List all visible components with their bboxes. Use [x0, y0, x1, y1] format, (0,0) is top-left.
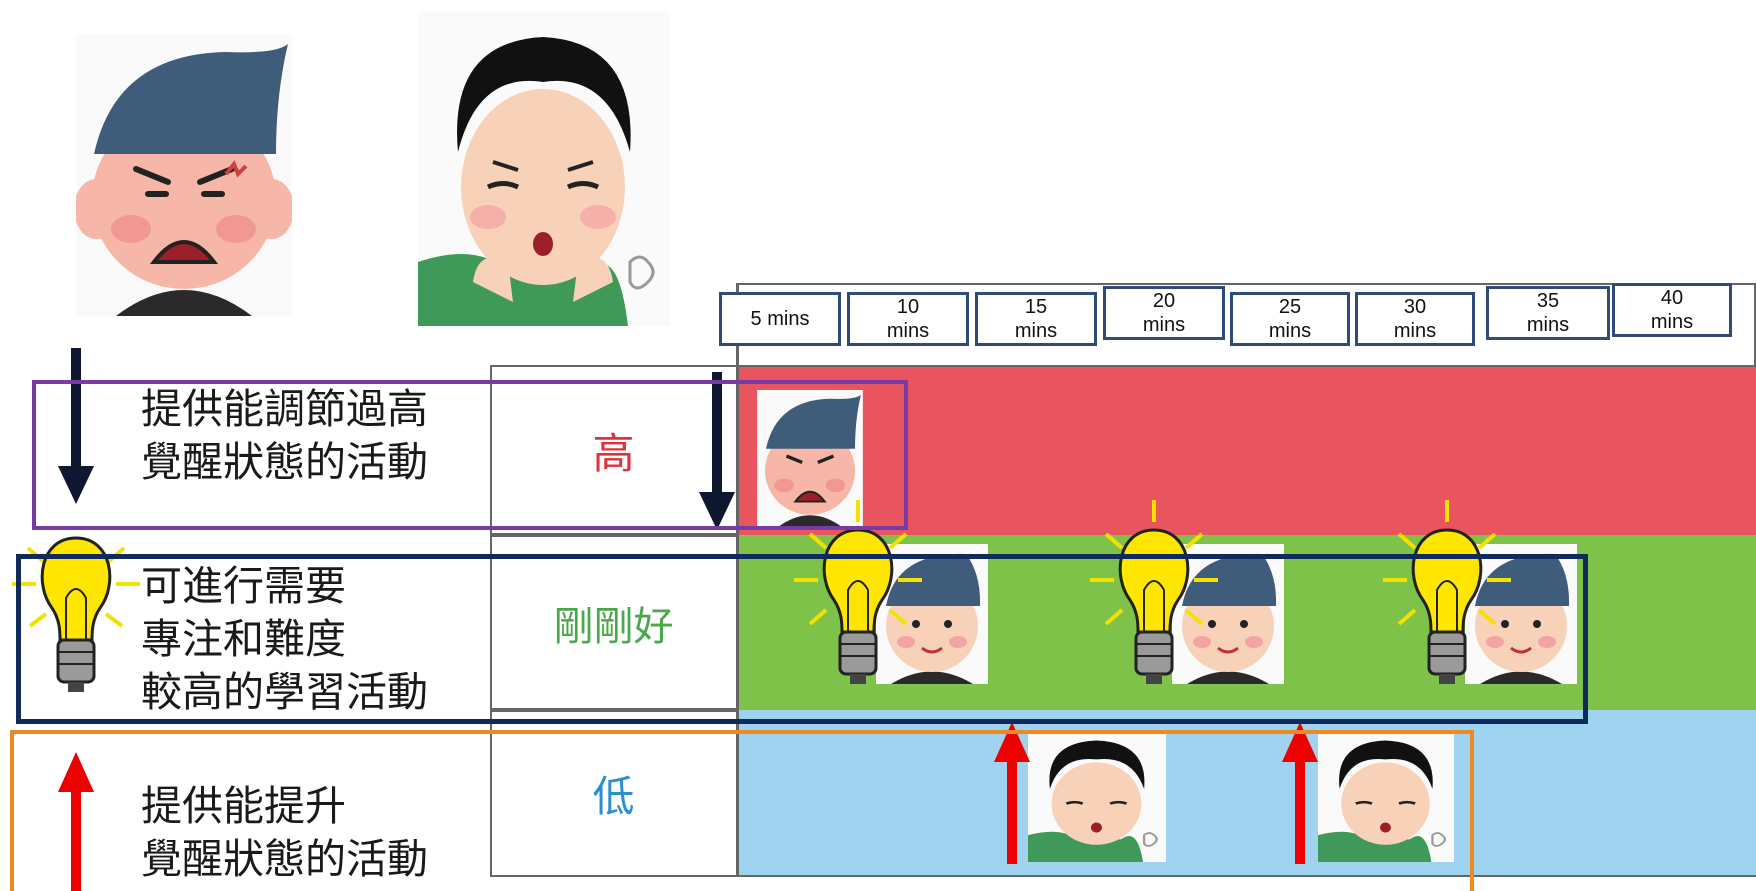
- up-arrow-15-mins: [994, 722, 1030, 864]
- chart-border: [490, 365, 1756, 877]
- low-row-band: [737, 710, 1756, 877]
- tired-boy-large-icon: [418, 12, 670, 326]
- time-40-mins: 40 mins: [1612, 283, 1732, 337]
- label-column-divider: [736, 283, 739, 877]
- up-arrow-25-mins: [1282, 722, 1318, 864]
- tired-boy-icon-1: [1028, 730, 1166, 862]
- high-arousal-description: 提供能調節過高 覺醒狀態的活動: [141, 385, 428, 486]
- time-15-mins: 15 mins: [975, 292, 1097, 346]
- time-20-mins: 20 mins: [1103, 286, 1225, 340]
- time-25-mins: 25 mins: [1230, 292, 1350, 346]
- low-arousal-description: 提供能提升 覺醒狀態的活動: [141, 782, 428, 883]
- level-just-right-label: 剛剛好: [490, 535, 737, 710]
- light-bulb-icon-left: [12, 536, 140, 692]
- happy-boy-icon-1: [876, 544, 988, 684]
- angry-boy-icon: [754, 390, 866, 528]
- time-35-mins: 35 mins: [1486, 286, 1610, 340]
- low-arousal-frame: [10, 730, 1474, 891]
- happy-boy-icon-2: [1172, 544, 1284, 684]
- level-low-label: 低: [490, 710, 737, 877]
- down-arrow-center: [699, 372, 735, 530]
- up-arrow-left: [58, 752, 94, 891]
- time-10-mins: 10 mins: [847, 292, 969, 346]
- just-right-frame: [16, 554, 1588, 724]
- time-30-mins: 30 mins: [1355, 292, 1475, 346]
- just-right-description: 可進行需要 專注和難度 較高的學習活動: [141, 562, 428, 716]
- down-arrow-left: [58, 348, 94, 504]
- angry-boy-large-icon: [76, 34, 292, 316]
- high-arousal-frame: [32, 380, 908, 530]
- tired-boy-icon-2: [1318, 730, 1454, 862]
- time-5-mins: 5 mins: [719, 292, 841, 346]
